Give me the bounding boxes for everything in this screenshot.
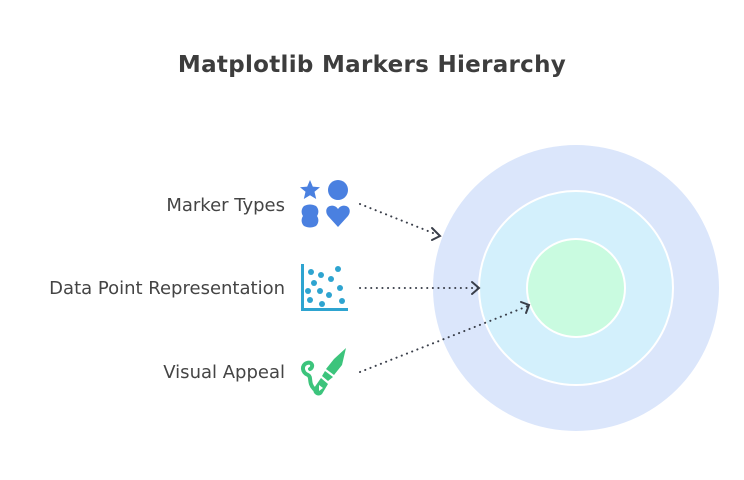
diagram-title: Matplotlib Markers Hierarchy xyxy=(177,52,567,78)
shapes-icon xyxy=(298,178,350,230)
arrow-marker-types xyxy=(359,203,442,241)
label-data-point-representation: Data Point Representation xyxy=(49,278,285,299)
arrow-data-point xyxy=(359,281,481,295)
label-visual-appeal: Visual Appeal xyxy=(163,362,285,383)
scatter-plot-icon xyxy=(298,262,350,314)
label-marker-types: Marker Types xyxy=(166,195,285,216)
paintbrush-icon xyxy=(298,345,350,397)
arrow-visual-appeal xyxy=(359,301,531,373)
inner-ring xyxy=(526,238,626,338)
